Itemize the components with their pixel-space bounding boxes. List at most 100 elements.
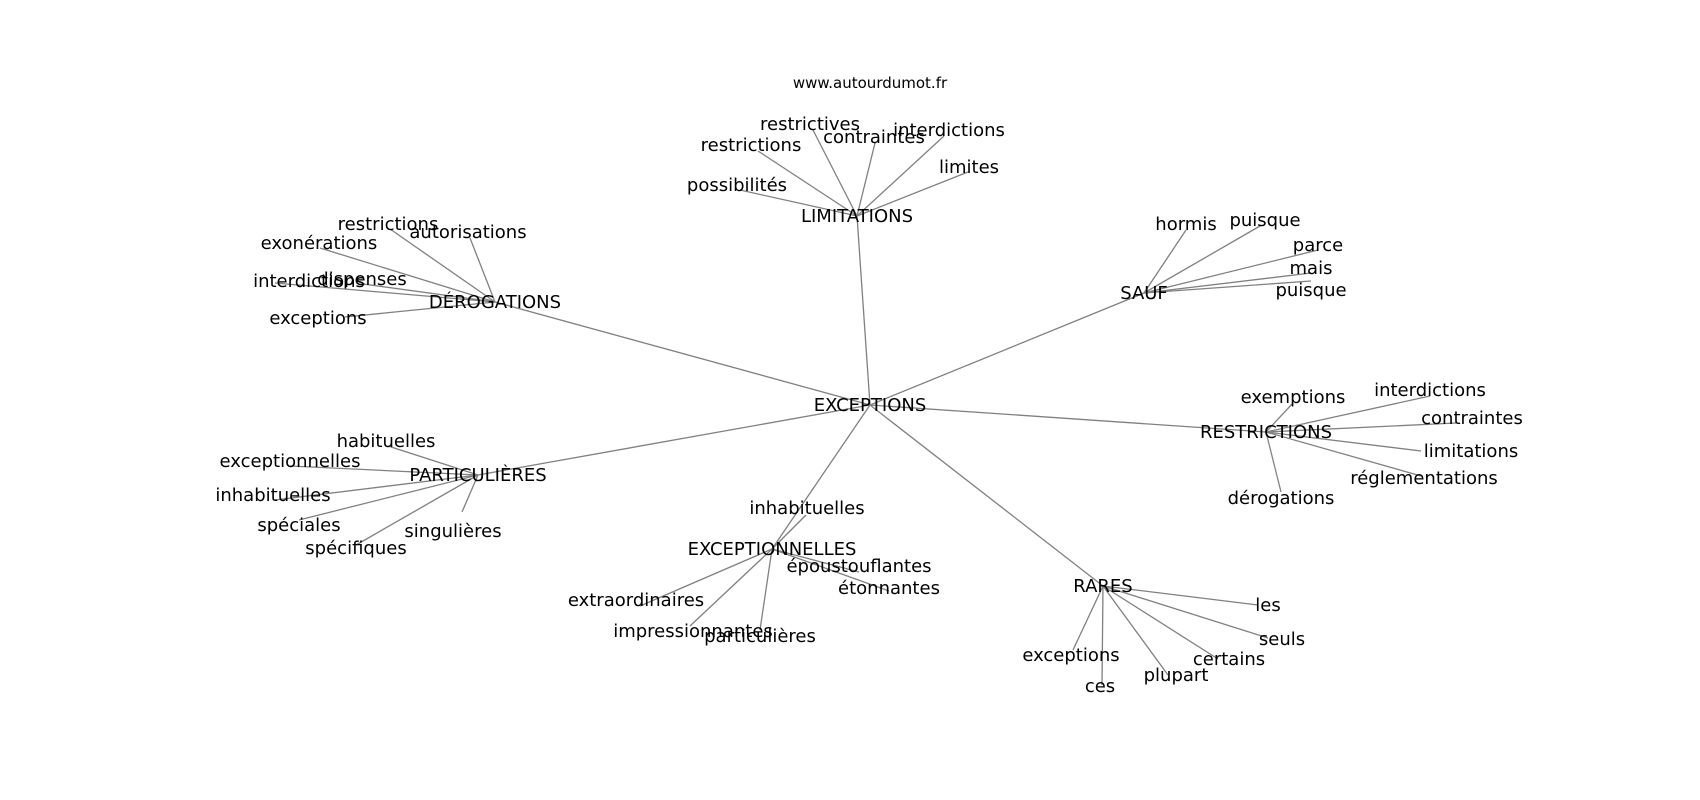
leaf-node: certains xyxy=(1193,649,1265,670)
leaf-node: les xyxy=(1255,595,1280,616)
leaf-node: seuls xyxy=(1259,629,1305,650)
leaf-node: puisque xyxy=(1275,280,1346,301)
leaf-node: singulières xyxy=(404,521,501,542)
leaf-node: puisque xyxy=(1229,210,1300,231)
leaf-node: impressionnantes xyxy=(613,621,773,642)
edge-hub-leaf xyxy=(1265,402,1294,433)
edge-hub-leaf xyxy=(274,474,479,501)
leaf-node: interdictions xyxy=(253,271,365,292)
leaf-node: spécifiques xyxy=(305,538,406,559)
leaf-node: parce xyxy=(1293,235,1343,256)
edge-hub-leaf xyxy=(856,135,945,217)
hub-node: RARES xyxy=(1073,576,1132,597)
edge-hub-leaf xyxy=(469,237,496,303)
edge-hub-leaf xyxy=(771,548,890,592)
edge-hub-leaf xyxy=(389,228,496,303)
edge-hub-leaf xyxy=(759,548,773,631)
edge-center-hub xyxy=(477,404,871,476)
edge-hub-leaf xyxy=(812,129,858,217)
leaf-node: époustouflantes xyxy=(786,556,931,577)
leaf-node: particulières xyxy=(704,626,816,647)
edge-hub-leaf xyxy=(461,474,479,513)
edge-hub-leaf xyxy=(1143,249,1319,294)
edge-hub-leaf xyxy=(771,514,807,550)
edge-hub-leaf xyxy=(1265,431,1422,452)
leaf-node: étonnantes xyxy=(838,578,940,599)
edge-hub-leaf xyxy=(1143,272,1312,294)
leaf-node: extraordinaires xyxy=(568,590,704,611)
center-node: EXCEPTIONS xyxy=(814,395,927,416)
edge-hub-leaf xyxy=(739,189,858,217)
edge-hub-leaf xyxy=(362,283,496,303)
edge-hub-leaf xyxy=(289,465,479,476)
edge-center-hub xyxy=(869,404,1104,587)
hub-node: SAUF xyxy=(1120,283,1168,304)
edge-hub-leaf xyxy=(387,445,479,476)
leaf-node: contraintes xyxy=(1421,408,1523,429)
edge-center-hub xyxy=(869,404,1267,433)
edge-hub-leaf xyxy=(757,150,858,217)
leaf-node: exemptions xyxy=(1241,387,1346,408)
leaf-node: dérogations xyxy=(1228,488,1335,509)
leaf-node: interdictions xyxy=(1374,380,1486,401)
edge-hub-leaf xyxy=(1102,585,1169,676)
leaf-node: habituelles xyxy=(337,431,436,452)
hub-node: PARTICULIÈRES xyxy=(409,464,546,486)
edge-hub-leaf xyxy=(1072,585,1104,651)
hub-node: LIMITATIONS xyxy=(801,206,913,227)
leaf-node: plupart xyxy=(1144,665,1209,686)
edge-hub-leaf xyxy=(856,171,969,217)
edge-hub-leaf xyxy=(298,474,479,521)
edge-hub-leaf xyxy=(1265,422,1457,433)
leaf-node: inhabituelles xyxy=(215,485,330,506)
site-label: www.autourdumot.fr xyxy=(793,74,948,92)
leaf-node: limitations xyxy=(1424,441,1518,462)
leaf-node: réglementations xyxy=(1350,468,1498,489)
leaf-node: hormis xyxy=(1155,214,1216,235)
edge-hub-leaf xyxy=(319,247,496,303)
edge-hub-leaf xyxy=(1102,585,1269,639)
leaf-node: limites xyxy=(939,157,999,178)
edge-center-hub xyxy=(771,404,871,550)
edge-hub-leaf xyxy=(1101,585,1104,686)
edge-center-hub xyxy=(869,292,1145,406)
edge-hub-leaf xyxy=(355,474,479,546)
leaf-node: dispenses xyxy=(317,269,407,290)
leaf-node: exonérations xyxy=(261,233,378,254)
edge-hub-leaf xyxy=(1143,229,1187,294)
leaf-node: restrictions xyxy=(701,135,802,156)
edge-hub-leaf xyxy=(689,548,773,627)
edge-hub-leaf xyxy=(771,548,860,573)
edge-hub-leaf xyxy=(856,142,876,217)
leaf-node: exceptions xyxy=(269,308,366,329)
leaf-node: possibilités xyxy=(687,175,787,196)
edge-hub-leaf xyxy=(1265,395,1431,433)
leaf-node: exceptionnelles xyxy=(220,451,361,472)
edge-hub-leaf xyxy=(344,301,496,318)
edges xyxy=(274,129,1457,686)
edge-hub-leaf xyxy=(1143,280,1312,294)
edge-center-hub xyxy=(856,215,871,406)
leaf-node: exceptions xyxy=(1022,645,1119,666)
leaf-node: autorisations xyxy=(409,222,526,243)
edge-hub-leaf xyxy=(1102,585,1259,606)
edge-hub-leaf xyxy=(1265,431,1422,477)
edge-hub-leaf xyxy=(1102,585,1219,660)
labels: EXCEPTIONSLIMITATIONSrestrictivesrestric… xyxy=(215,114,1523,697)
edge-center-hub xyxy=(494,301,871,406)
hub-node: RESTRICTIONS xyxy=(1200,422,1332,443)
leaf-node: inhabituelles xyxy=(749,498,864,519)
edge-hub-leaf xyxy=(274,282,496,303)
leaf-node: spéciales xyxy=(257,515,340,536)
edge-hub-leaf xyxy=(639,548,773,607)
leaf-node: contraintes xyxy=(823,127,925,148)
leaf-node: interdictions xyxy=(893,120,1005,141)
leaf-node: mais xyxy=(1290,258,1333,279)
hub-node: EXCEPTIONNELLES xyxy=(688,539,857,560)
edge-hub-leaf xyxy=(1265,431,1282,493)
leaf-node: ces xyxy=(1085,676,1115,697)
leaf-node: restrictions xyxy=(338,214,439,235)
leaf-node: restrictives xyxy=(760,114,860,135)
hub-node: DÉROGATIONS xyxy=(429,291,561,313)
